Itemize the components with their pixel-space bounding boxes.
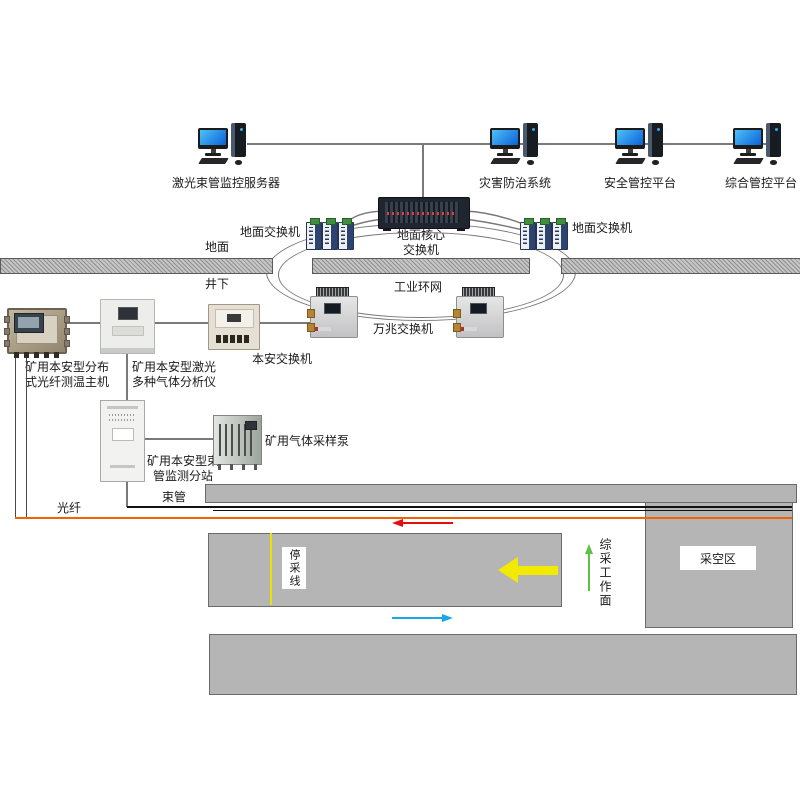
roadway-top-block [205,484,797,503]
monitor-icon [615,128,645,149]
mouse-icon [652,160,659,165]
stop-line-label-box: 停采线 [282,547,306,589]
ground-switch-right-label: 地面交换机 [572,221,633,235]
goaf-label: 采空区 [699,551,736,566]
ground-switch-left-icon [306,216,354,250]
workstation-safety-platform [615,122,677,168]
fiber-line-label: 光纤 [55,501,84,516]
underground-zone-label: 井下 [205,277,230,291]
gas-analyzer-label-line1: 矿用本安型激光 [131,360,216,374]
ground-surface-bar-left [0,258,273,274]
workstation-label: 安全管控平台 [604,176,677,190]
ten-gig-switch-label: 万兆交换机 [373,322,434,336]
surface-zone-label: 地面 [205,240,230,254]
workstation-label: 灾害防治系统 [479,176,552,190]
tube-station-label-line2: 管监测分站 [152,469,213,483]
core-switch-rack-icon [378,197,470,231]
tube-monitoring-station-icon [100,400,145,482]
workstation-label: 综合管控平台 [725,176,798,190]
gas-pump-label: 矿用气体采样泵 [265,434,350,448]
cabinet-to-pump-line [143,438,213,440]
analyzer-to-isw-line [153,322,208,324]
gas-sampling-pump-icon [213,415,262,470]
fiber-drop-line-1 [15,350,17,518]
ground-surface-bar-right [561,258,800,274]
fiber-drop-line-2 [26,350,28,518]
ten-gig-switch-left-icon [307,287,358,338]
yellow-advance-arrow [498,557,558,583]
keyboard-icon [733,158,764,164]
pc-tower-icon [766,123,781,157]
workstation-laser-tube-server [198,122,260,168]
intrinsic-switch-icon [208,304,260,350]
stop-line-label: 停采线 [288,548,300,588]
workstation-disaster-prevention [490,122,552,168]
pc-tower-icon [648,123,663,157]
mouse-icon [235,160,242,165]
fiber-temp-host-label-line1: 矿用本安型分布 [24,360,109,374]
ground-switch-right-icon [520,216,568,250]
coal-middle-block [208,533,562,607]
stop-line [270,533,272,605]
monitor-icon [490,128,520,149]
tube-line-label: 束管 [160,490,189,505]
gas-analyzer-label-line2: 多种气体分析仪 [131,375,216,389]
fiber-line [15,517,792,519]
fiber-temp-host-icon [4,308,70,358]
working-face-label: 综采工作面 [598,538,612,608]
mouse-icon [770,160,777,165]
gas-analyzer-icon [100,299,155,354]
cabinet-down-line [126,480,128,507]
pc-tower-icon [231,123,246,157]
pc-tower-icon [523,123,538,157]
roadway-bottom-block [209,634,797,695]
ten-gig-switch-right-icon [453,287,504,338]
monitor-icon [733,128,763,149]
bus-to-core-drop-line [422,144,424,198]
green-face-direction-arrow [584,544,594,591]
monitor-icon [198,128,228,149]
intrinsic-switch-label: 本安交换机 [252,352,313,366]
tube-station-label-line1: 矿用本安型束 [146,454,219,468]
workstation-integrated-platform [733,122,795,168]
industrial-ring-label: 工业环网 [394,280,443,294]
tube-line-upper [127,505,792,508]
analyzer-down-line [126,352,128,400]
blue-intake-air-arrow [392,613,453,623]
tube-line-lower [213,509,792,512]
fiber-temp-host-label-line2: 式光纤测温主机 [24,375,109,389]
ring-network-ellipse-inner [278,232,564,318]
red-return-air-arrow [392,518,453,528]
goaf-label-box: 采空区 [680,546,756,570]
workstation-label: 激光束管监控服务器 [172,176,281,190]
isw-to-tengig-line [258,322,312,324]
keyboard-icon [490,158,521,164]
keyboard-icon [198,158,229,164]
keyboard-icon [615,158,646,164]
ground-surface-bar-middle [312,258,530,274]
mouse-icon [527,160,534,165]
temp-host-to-analyzer-line [63,322,100,324]
ground-switch-left-label: 地面交换机 [240,225,301,239]
